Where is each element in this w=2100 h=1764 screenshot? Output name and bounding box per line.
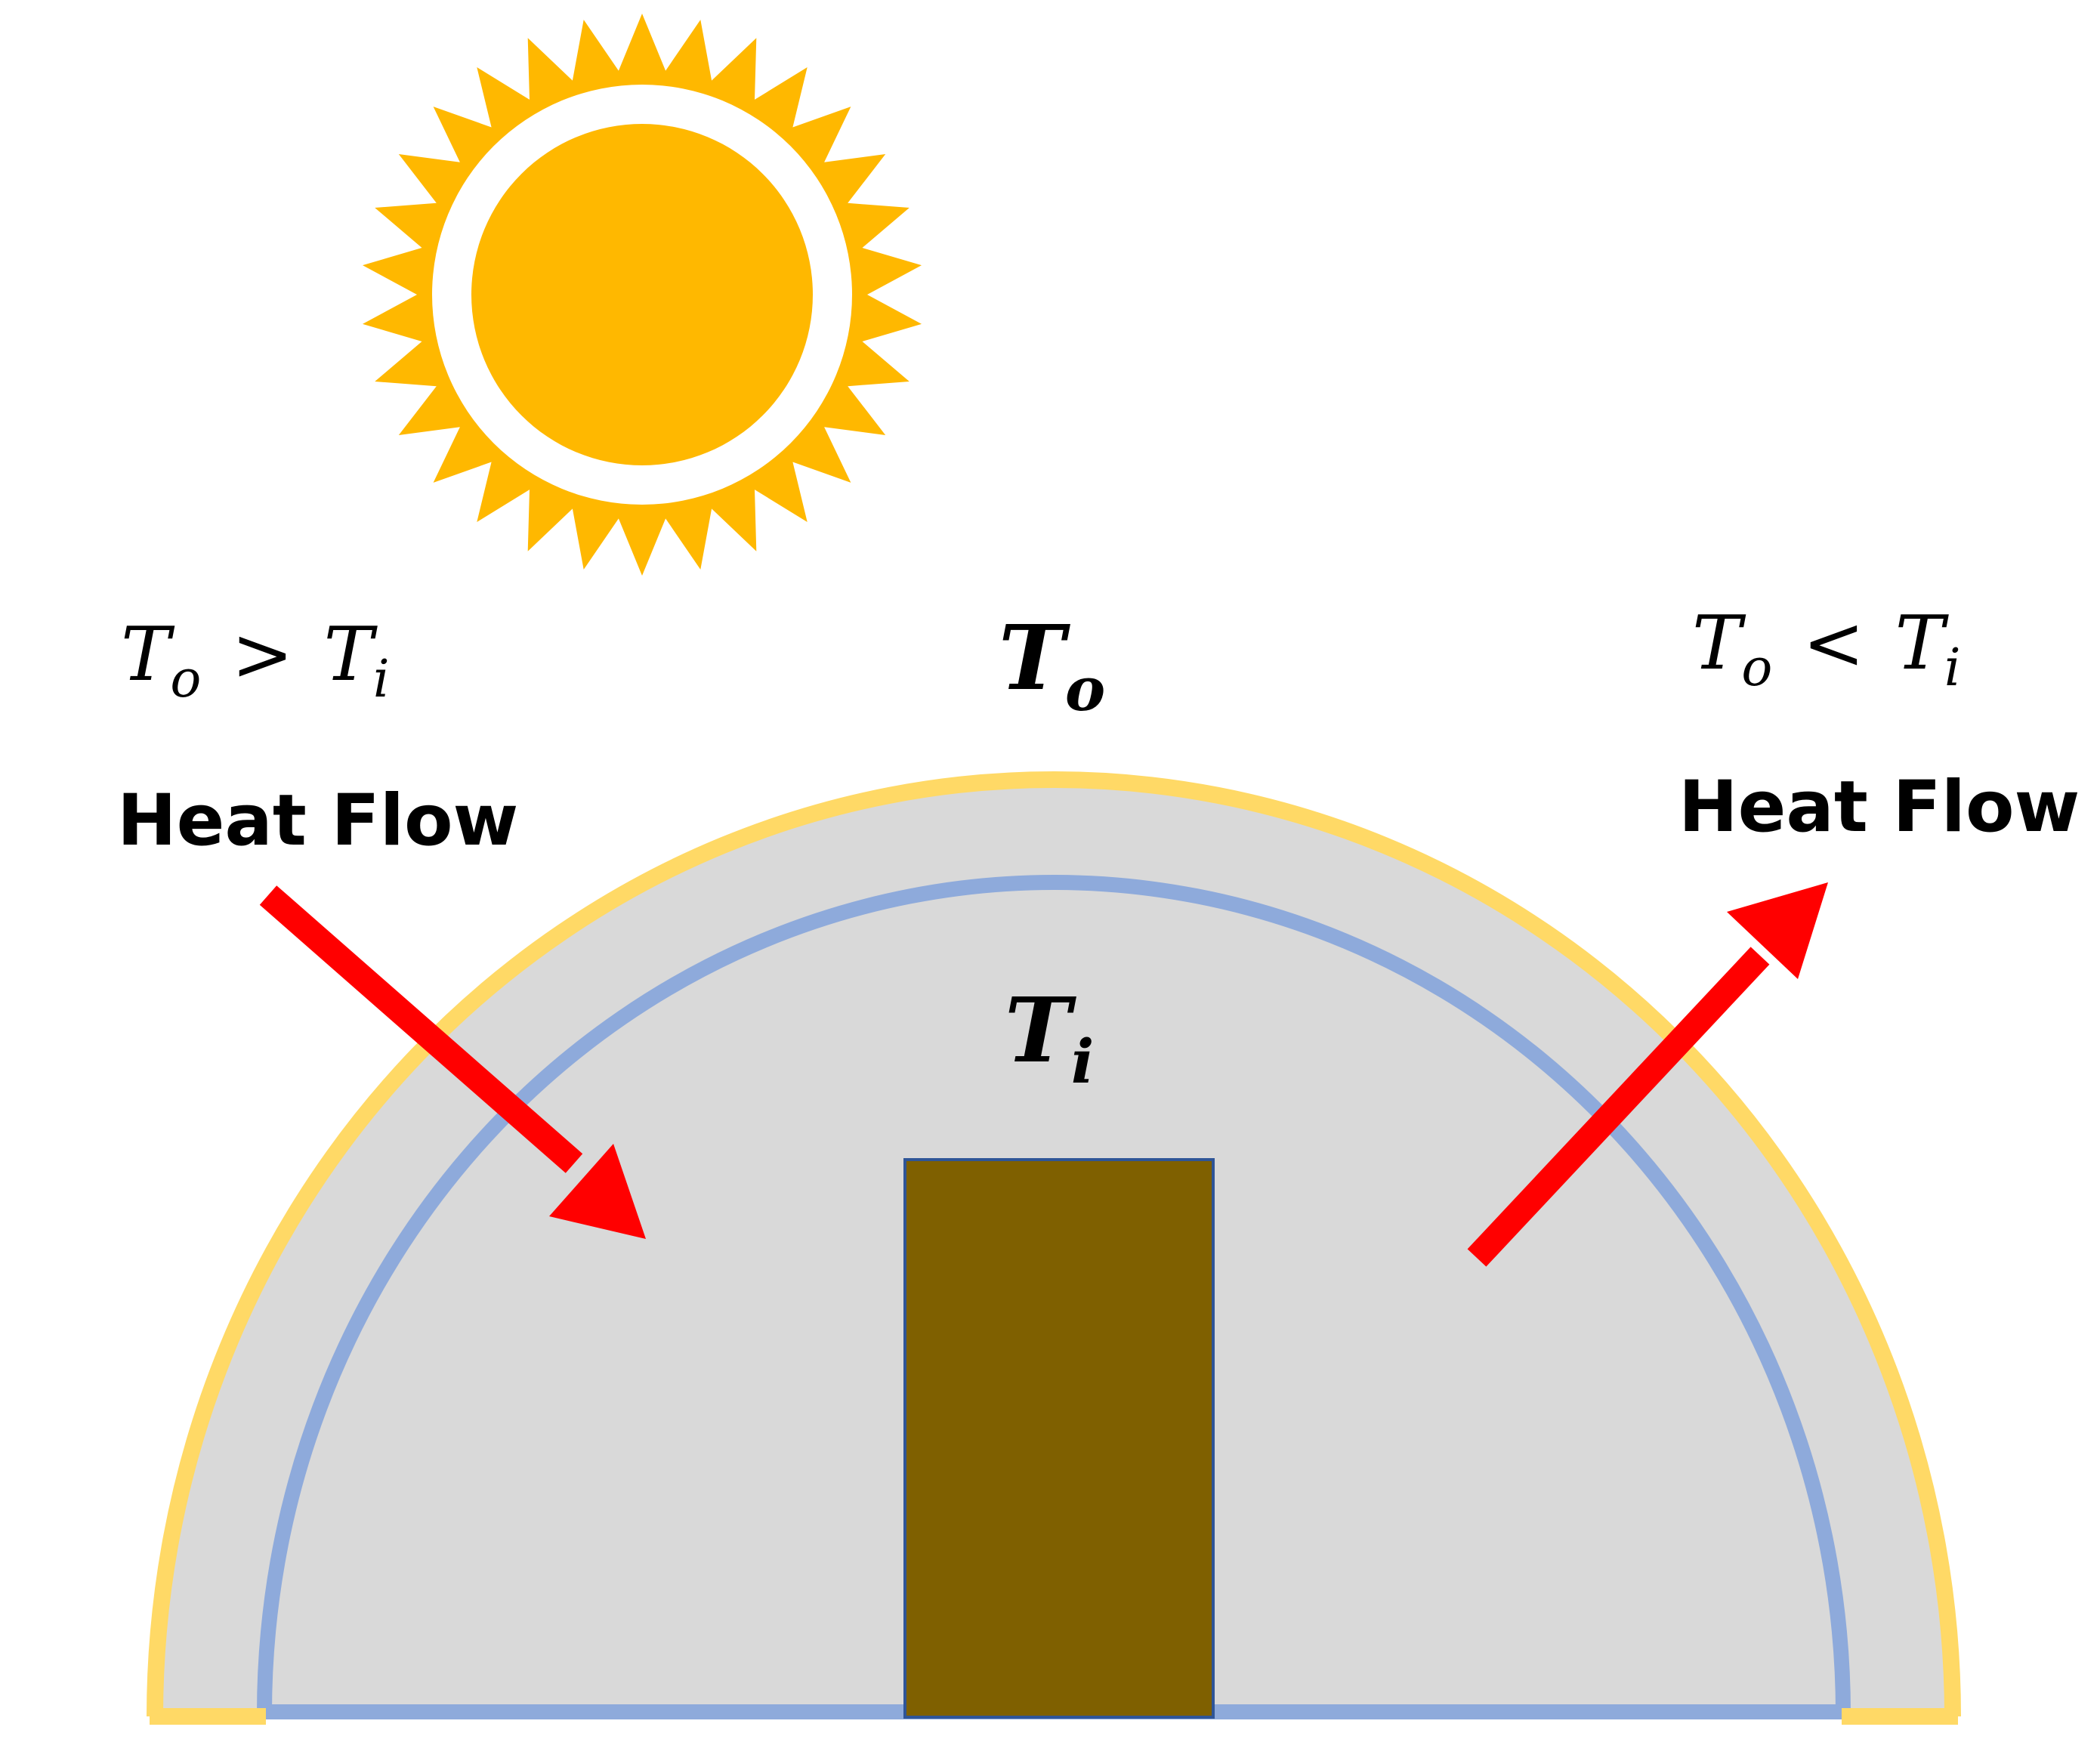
right-heat-flow-label: Heat Flow [1678, 766, 2080, 848]
inner-shell [256, 875, 1851, 1716]
door-block [903, 1158, 1215, 1719]
left-relation: To>Ti [121, 612, 390, 709]
arrow-in-icon [259, 885, 646, 1239]
right-relation: To<Ti [1692, 601, 1961, 698]
sun-icon [363, 14, 922, 576]
sun-core [471, 124, 813, 465]
left-heat-flow-label: Heat Flow [117, 780, 518, 862]
inside-temperature-label: Ti [1005, 978, 1094, 1097]
arrow-out-icon [1467, 882, 1828, 1267]
outside-temperature-label: To [999, 605, 1105, 724]
